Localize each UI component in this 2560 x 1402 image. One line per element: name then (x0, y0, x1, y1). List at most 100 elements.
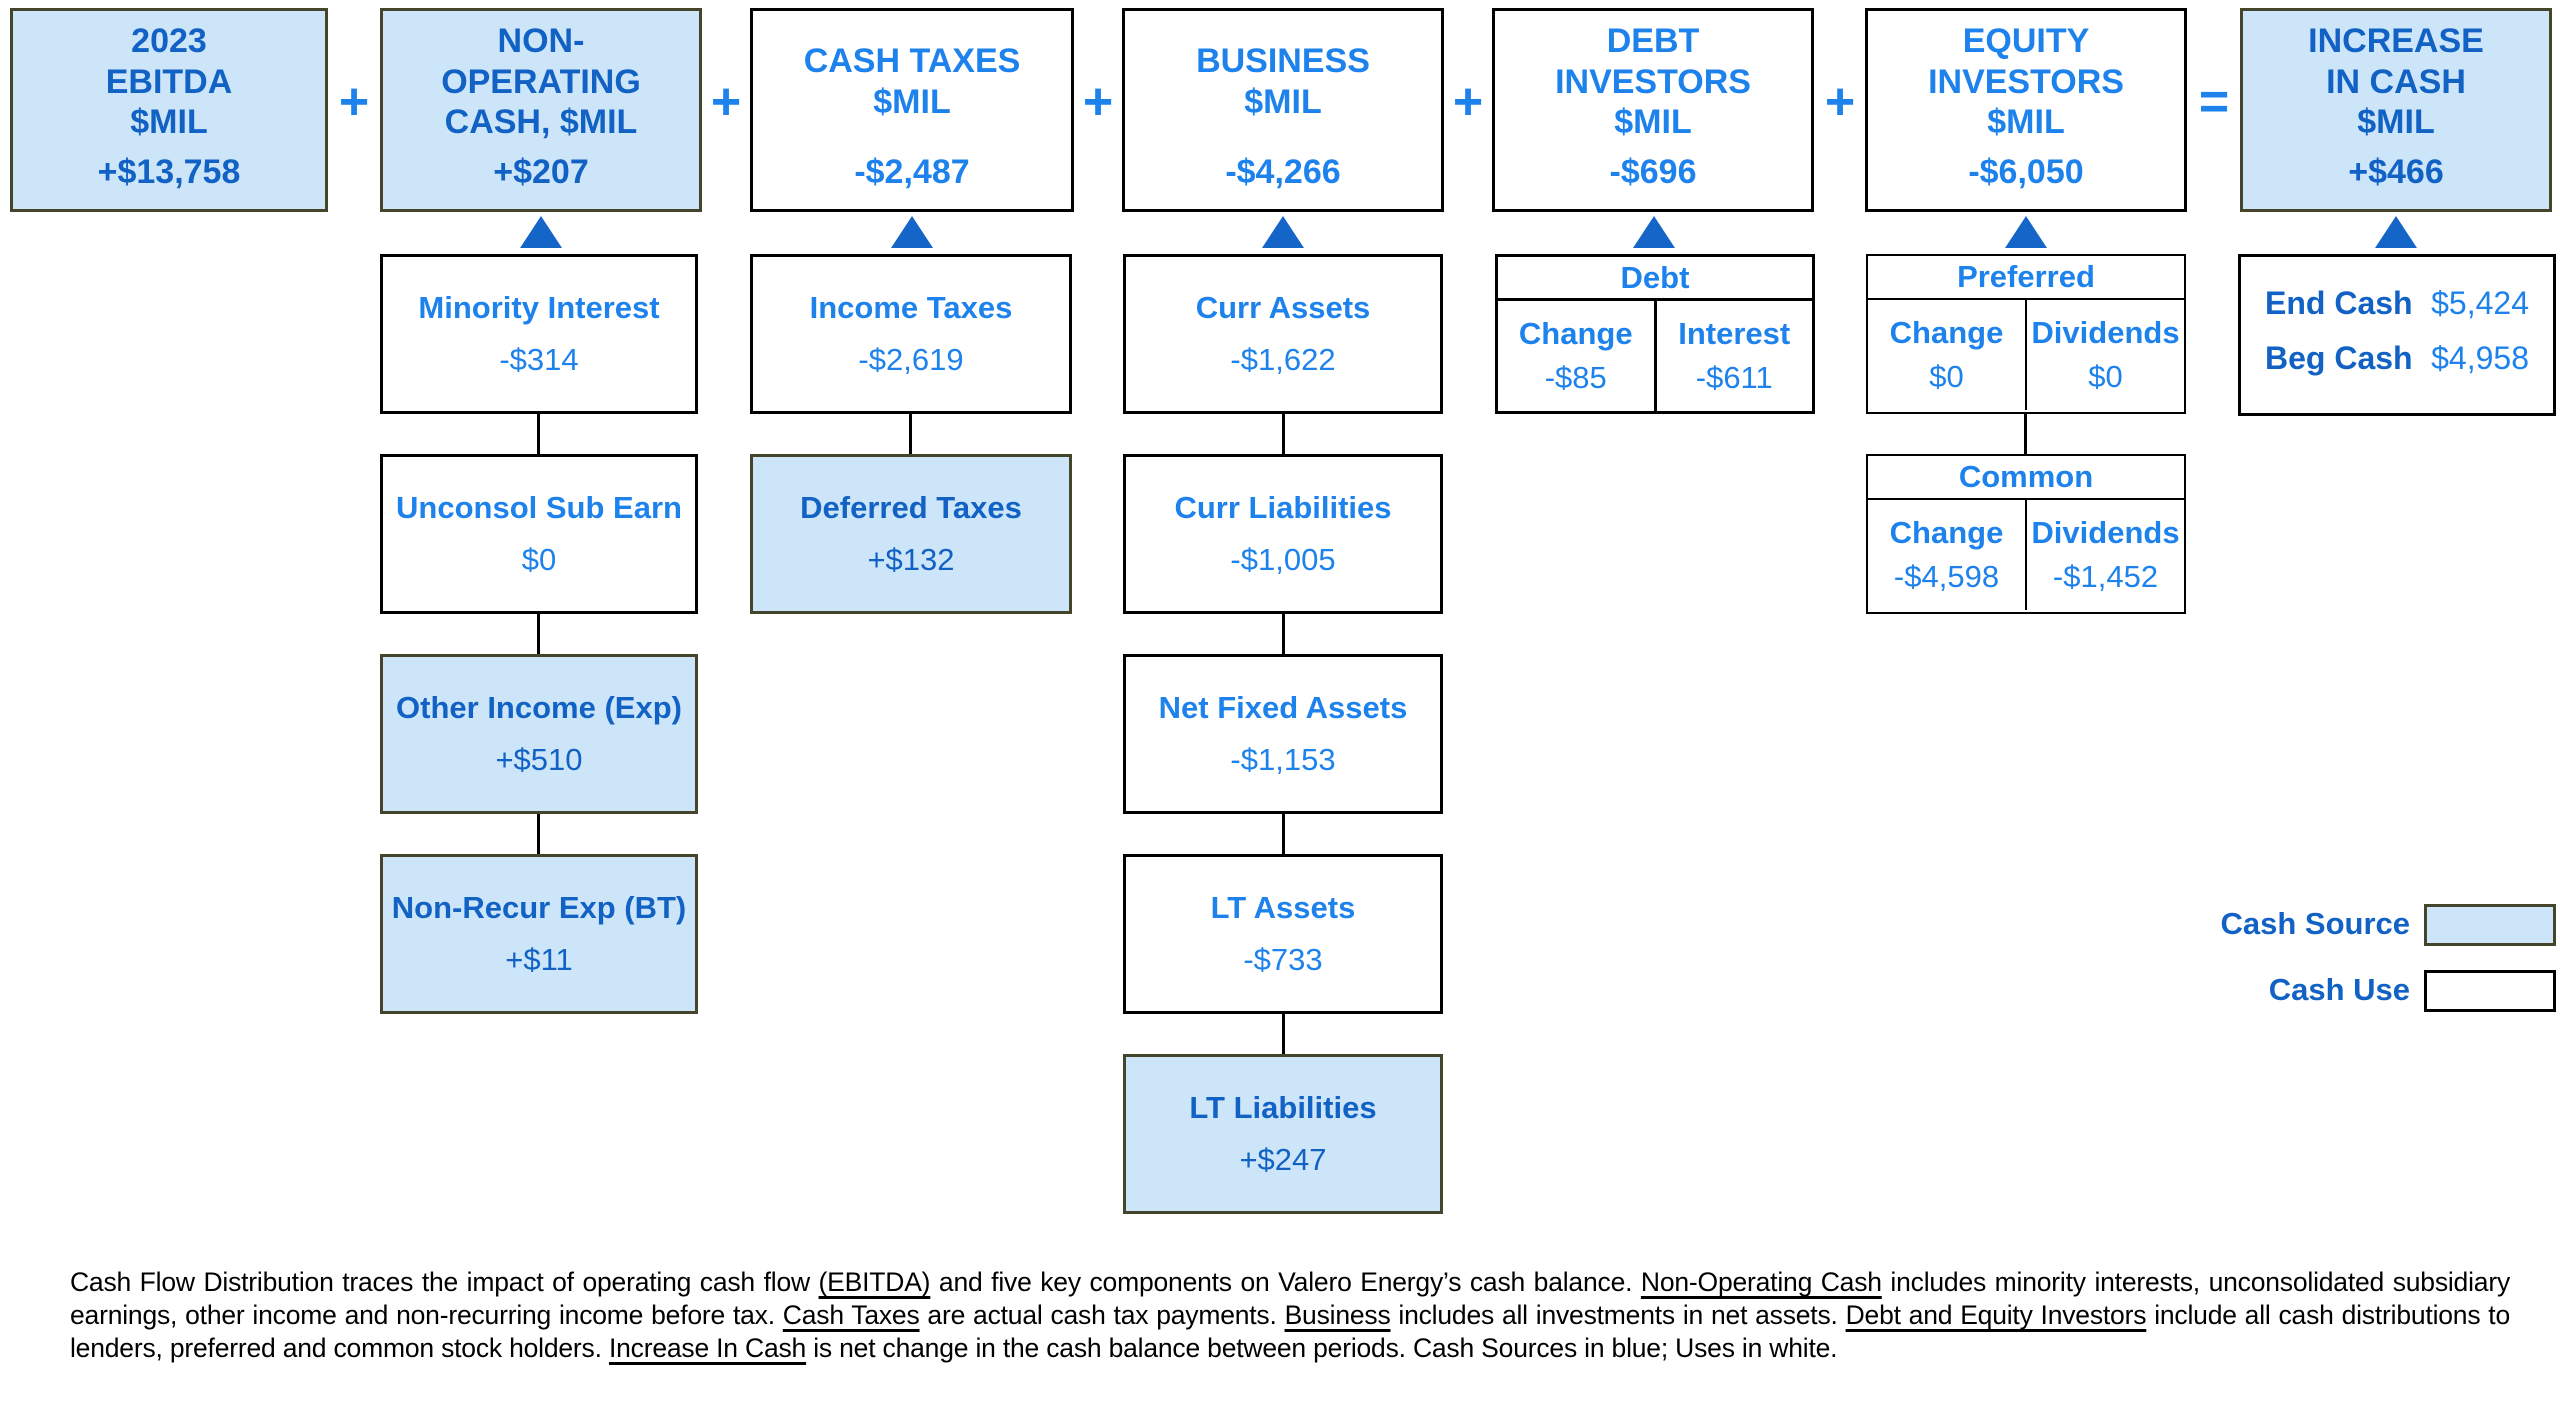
debt-investors-box: DEBT INVESTORS $MIL -$696 (1492, 8, 1814, 212)
end-cash-value: $5,424 (2431, 285, 2529, 321)
business-value: -$4,266 (1225, 153, 1341, 191)
up-arrow-icon (891, 216, 933, 248)
non-operating-cash-value: +$207 (493, 153, 589, 191)
non-operating-cash-title: NON- OPERATING CASH, $MIL (441, 21, 641, 142)
lt-assets-value: -$733 (1243, 942, 1323, 977)
connector-line (537, 614, 540, 654)
deferred-taxes-value: +$132 (867, 542, 955, 577)
plus-operator: + (1452, 73, 1484, 131)
net-fixed-assets-value: -$1,153 (1230, 742, 1336, 777)
minority-interest-box: Minority Interest -$314 (380, 254, 698, 414)
curr-assets-box: Curr Assets -$1,622 (1123, 254, 1443, 414)
debt-change-label: Change (1518, 316, 1633, 351)
unconsol-sub-earn-box: Unconsol Sub Earn $0 (380, 454, 698, 614)
cash-taxes-value: -$2,487 (854, 153, 970, 191)
connector-line (1282, 814, 1285, 854)
up-arrow-icon (1633, 216, 1675, 248)
increase-in-cash-box: INCREASE IN CASH $MIL +$466 (2240, 8, 2552, 212)
connector-line (909, 414, 912, 454)
debt-interest-value: -$611 (1695, 360, 1773, 395)
preferred-change-label: Change (1889, 315, 2004, 350)
non-operating-cash-box: NON- OPERATING CASH, $MIL +$207 (380, 8, 702, 212)
non-recur-exp-value: +$11 (505, 942, 573, 977)
cash-taxes-box: CASH TAXES $MIL -$2,487 (750, 8, 1074, 212)
business-box: BUSINESS $MIL -$4,266 (1122, 8, 1444, 212)
debt-interest-label: Interest (1678, 316, 1791, 351)
plus-operator: + (710, 73, 742, 131)
legend-cash-source-swatch (2424, 904, 2556, 946)
connector-line (537, 414, 540, 454)
equity-investors-value: -$6,050 (1968, 153, 2084, 191)
common-table-header: Common (1868, 456, 2184, 500)
curr-assets-title: Curr Assets (1195, 290, 1371, 325)
common-change-value: -$4,598 (1893, 559, 2000, 594)
equity-investors-title: EQUITY INVESTORS $MIL (1928, 21, 2124, 142)
debt-change-value: -$85 (1544, 360, 1607, 395)
preferred-table: Preferred Change $0 Dividends $0 (1866, 254, 2186, 414)
non-recur-exp-box: Non-Recur Exp (BT) +$11 (380, 854, 698, 1014)
income-taxes-value: -$2,619 (858, 342, 964, 377)
connector-line (2024, 414, 2027, 454)
debt-table: Debt Change -$85 Interest -$611 (1495, 254, 1815, 414)
income-taxes-title: Income Taxes (809, 290, 1013, 325)
income-taxes-box: Income Taxes -$2,619 (750, 254, 1072, 414)
preferred-dividends-value: $0 (2088, 359, 2123, 394)
footnote-paragraph: Cash Flow Distribution traces the impact… (70, 1267, 2510, 1363)
up-arrow-icon (520, 216, 562, 248)
legend-cash-use-swatch (2424, 970, 2556, 1012)
net-fixed-assets-title: Net Fixed Assets (1158, 690, 1408, 725)
minority-interest-value: -$314 (499, 342, 579, 377)
unconsol-sub-earn-value: $0 (521, 542, 557, 577)
cash-summary-box: End Cash $5,424 Beg Cash $4,958 (2238, 254, 2556, 416)
plus-operator: + (1824, 73, 1856, 131)
debt-table-header: Debt (1498, 257, 1812, 301)
debt-change-cell: Change -$85 (1498, 301, 1657, 411)
common-dividends-cell: Dividends -$1,452 (2027, 500, 2184, 610)
curr-liabilities-value: -$1,005 (1230, 542, 1336, 577)
other-income-value: +$510 (495, 742, 583, 777)
net-fixed-assets-box: Net Fixed Assets -$1,153 (1123, 654, 1443, 814)
equity-investors-box: EQUITY INVESTORS $MIL -$6,050 (1865, 8, 2187, 212)
legend-cash-use-label: Cash Use (2268, 972, 2410, 1007)
plus-operator: + (338, 73, 370, 131)
lt-assets-title: LT Assets (1210, 890, 1356, 925)
other-income-box: Other Income (Exp) +$510 (380, 654, 698, 814)
lt-liabilities-title: LT Liabilities (1189, 1090, 1377, 1125)
ebitda-value: +$13,758 (97, 153, 241, 191)
other-income-title: Other Income (Exp) (396, 690, 682, 725)
connector-line (1282, 614, 1285, 654)
common-change-label: Change (1889, 515, 2004, 550)
common-dividends-value: -$1,452 (2052, 559, 2159, 594)
ebitda-title: 2023 EBITDA $MIL (105, 21, 233, 142)
equals-operator: = (2198, 73, 2230, 131)
preferred-dividends-cell: Dividends $0 (2027, 300, 2184, 410)
lt-liabilities-box: LT Liabilities +$247 (1123, 1054, 1443, 1214)
connector-line (1282, 1014, 1285, 1054)
debt-investors-value: -$696 (1609, 153, 1697, 191)
cash-taxes-title: CASH TAXES $MIL (803, 42, 1021, 121)
curr-liabilities-box: Curr Liabilities -$1,005 (1123, 454, 1443, 614)
end-cash-label: End Cash (2265, 285, 2413, 321)
beg-cash-row: Beg Cash $4,958 (2265, 340, 2529, 377)
increase-in-cash-value: +$466 (2348, 153, 2444, 191)
debt-interest-cell: Interest -$611 (1657, 301, 1813, 411)
beg-cash-label: Beg Cash (2265, 340, 2413, 376)
preferred-change-value: $0 (1929, 359, 1964, 394)
curr-assets-value: -$1,622 (1230, 342, 1336, 377)
connector-line (1282, 414, 1285, 454)
business-title: BUSINESS $MIL (1196, 42, 1370, 121)
common-change-cell: Change -$4,598 (1868, 500, 2027, 610)
lt-assets-box: LT Assets -$733 (1123, 854, 1443, 1014)
common-dividends-label: Dividends (2031, 515, 2180, 550)
up-arrow-icon (2005, 216, 2047, 248)
lt-liabilities-value: +$247 (1239, 1142, 1327, 1177)
deferred-taxes-box: Deferred Taxes +$132 (750, 454, 1072, 614)
connector-line (537, 814, 540, 854)
debt-investors-title: DEBT INVESTORS $MIL (1555, 21, 1751, 142)
preferred-table-header: Preferred (1868, 256, 2184, 300)
deferred-taxes-title: Deferred Taxes (800, 490, 1022, 525)
end-cash-row: End Cash $5,424 (2265, 285, 2529, 322)
plus-operator: + (1082, 73, 1114, 131)
curr-liabilities-title: Curr Liabilities (1174, 490, 1392, 525)
